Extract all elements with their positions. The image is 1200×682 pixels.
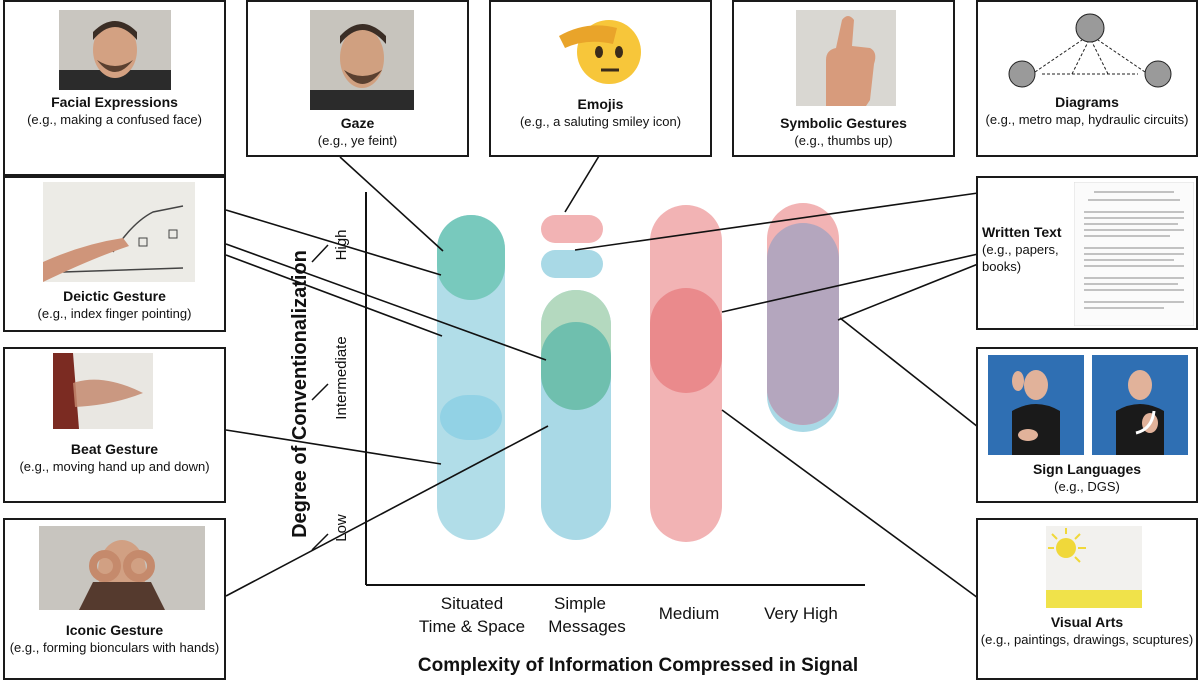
card-deictic-gesture: Deictic Gesture (e.g., index finger poin… (3, 176, 226, 332)
visual-desc: (e.g., paintings, drawings, scuptures) (980, 632, 1194, 647)
binoculars-gesture-photo (39, 526, 205, 610)
written-title: Written Text (982, 224, 1062, 240)
beat-gesture-photo (53, 353, 153, 429)
deictic-title: Deictic Gesture (63, 288, 166, 304)
diagram-thumbnail (1002, 10, 1178, 90)
card-written-text: Written Text (e.g., papers, books) (976, 176, 1198, 330)
emojis-desc: (e.g., a saluting smiley icon) (519, 114, 682, 129)
connector-beat (225, 429, 442, 465)
y-level-intermediate: Intermediate (333, 336, 350, 419)
iconic-desc: (e.g., forming bionculars with hands) (9, 640, 220, 655)
facial-desc: (e.g., making a confused face) (27, 112, 202, 127)
emojis-title: Emojis (577, 96, 624, 112)
gaze-desc: (e.g., ye feint) (317, 133, 398, 148)
connectors (225, 155, 979, 599)
saluting-face-icon (557, 10, 647, 90)
connector-written-2 (837, 263, 979, 321)
y-tick-low (311, 533, 329, 551)
pill-emoji-pink (541, 215, 603, 243)
sign-title: Sign Languages (1032, 461, 1142, 477)
card-emojis: Emojis (e.g., a saluting smiley icon) (489, 0, 712, 157)
pills (437, 203, 839, 542)
gaze-title: Gaze (340, 115, 375, 131)
connector-deictic-1 (225, 243, 547, 361)
visual-title: Visual Arts (1050, 614, 1124, 630)
written-desc: (e.g., papers, books) (982, 242, 1059, 274)
pill-situated-overlap (440, 395, 502, 440)
card-facial-expressions: Facial Expressions (e.g., making a confu… (3, 0, 226, 176)
card-symbolic-gestures: Symbolic Gestures (e.g., thumbs up) (732, 0, 955, 157)
card-iconic-gesture: Iconic Gesture (e.g., forming bionculars… (3, 518, 226, 680)
y-level-high: High (333, 230, 350, 261)
connector-deictic-2 (225, 254, 443, 337)
thumbs-up-photo (796, 10, 896, 106)
y-axis-title: Degree of Conventionalization (289, 250, 311, 538)
connector-visual (721, 409, 979, 599)
connector-diagrams (574, 192, 979, 251)
x-level-very-high: Very High (764, 604, 838, 623)
x-level-situated-1: Situated (441, 594, 503, 613)
paper-thumbnail (1074, 182, 1194, 326)
pill-medium-red (650, 288, 722, 393)
diagrams-title: Diagrams (1055, 94, 1119, 110)
card-gaze: Gaze (e.g., ye feint) (246, 0, 469, 157)
beat-title: Beat Gesture (70, 441, 159, 457)
sign-language-photo-1 (988, 355, 1084, 455)
iconic-title: Iconic Gesture (65, 622, 164, 638)
pill-situated-teal (437, 215, 505, 300)
x-level-simple-2: Messages (548, 617, 625, 636)
x-level-medium: Medium (659, 604, 719, 623)
connector-sign (839, 317, 979, 428)
y-level-low: Low (333, 514, 350, 542)
pill-simple-teal (541, 322, 611, 410)
pill-situated-blue (437, 215, 505, 540)
connector-iconic (225, 425, 549, 597)
x-axis-title: Complexity of Information Compressed in … (418, 655, 858, 676)
beat-desc: (e.g., moving hand up and down) (19, 459, 210, 474)
pill-emoji-blue (541, 250, 603, 278)
symbolic-desc: (e.g., thumbs up) (794, 133, 893, 148)
x-level-situated-2: Time & Space (419, 617, 525, 636)
deictic-desc: (e.g., index finger pointing) (37, 306, 192, 321)
sign-language-photo-2 (1092, 355, 1188, 455)
sign-desc: (e.g., DGS) (1054, 479, 1120, 494)
connector-written (721, 253, 979, 313)
connector-emojis (564, 155, 600, 213)
connector-facial (225, 209, 442, 276)
gaze-photo (310, 10, 414, 110)
child-drawing-thumbnail (1046, 526, 1142, 608)
y-tick-high (311, 244, 329, 263)
x-level-simple-1: Simple (554, 594, 606, 613)
card-beat-gesture: Beat Gesture (e.g., moving hand up and d… (3, 347, 226, 503)
pointing-photo (43, 182, 195, 282)
symbolic-title: Symbolic Gestures (780, 115, 907, 131)
card-diagrams: Diagrams (e.g., metro map, hydraulic cir… (976, 0, 1198, 157)
diagrams-desc: (e.g., metro map, hydraulic circuits) (985, 112, 1189, 127)
connector-gaze (339, 156, 444, 252)
facial-expression-photo (59, 10, 171, 90)
axes (311, 192, 865, 586)
card-visual-arts: Visual Arts (e.g., paintings, drawings, … (976, 518, 1198, 680)
pill-vhigh-purple (767, 223, 839, 425)
y-tick-mid (311, 383, 329, 401)
card-sign-languages: Sign Languages (e.g., DGS) (976, 347, 1198, 503)
facial-title: Facial Expressions (51, 94, 178, 110)
